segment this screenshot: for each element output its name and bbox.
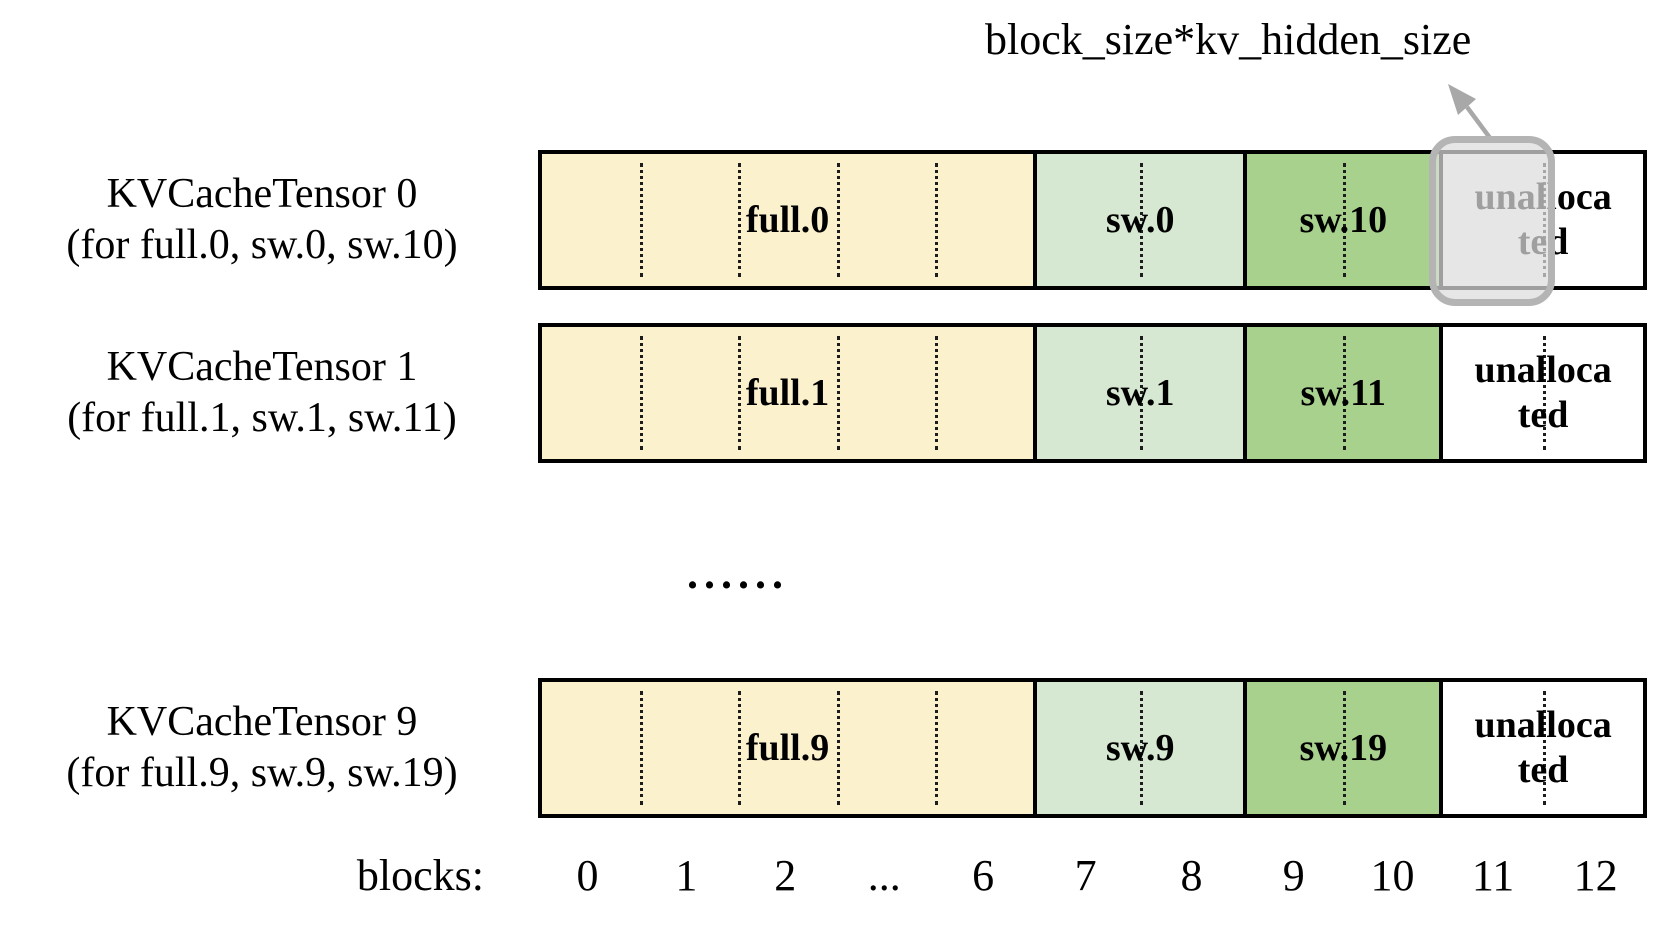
axis-tick: 2 — [774, 851, 797, 900]
axis-tick: 11 — [1471, 851, 1515, 900]
tick-group-unallocated: 11 12 — [1442, 850, 1647, 901]
block-divider — [934, 691, 938, 805]
block-divider — [1543, 691, 1547, 805]
highlighted-block — [1429, 136, 1555, 306]
blocks-axis-ticks: 0 1 2 ... 6 7 8 9 10 11 12 — [538, 850, 1647, 901]
block-divider — [1343, 163, 1347, 277]
block-divider — [934, 163, 938, 277]
axis-tick: 1 — [675, 851, 698, 900]
tensor-title: KVCacheTensor 9 — [106, 698, 418, 745]
axis-tick: 6 — [972, 851, 995, 900]
sw-section-label: sw.0 — [1105, 198, 1175, 241]
block-divider — [640, 691, 644, 805]
full-section-label: full.1 — [745, 371, 830, 414]
sw-section-label: sw.1 — [1105, 371, 1175, 414]
unallocated-section: unalloca ted — [1439, 682, 1643, 814]
full-section: full.0 — [542, 154, 1034, 286]
unallocated-label: unalloca ted — [1474, 704, 1612, 791]
blocks-axis-label: blocks: — [356, 851, 484, 900]
kvcache-bar-9: full.9 sw.9 sw.19 unalloca ted — [538, 678, 1647, 818]
full-section: full.1 — [542, 327, 1034, 459]
sw-section: sw.1 — [1033, 327, 1244, 459]
block-divider — [640, 163, 644, 277]
sw-hi-section-label: sw.10 — [1299, 198, 1388, 241]
tensor-subtitle: (for full.9, sw.9, sw.19) — [66, 750, 458, 796]
sw-hi-section: sw.11 — [1243, 327, 1440, 459]
full-section-label: full.9 — [745, 726, 830, 769]
full-section-label: full.0 — [745, 198, 830, 241]
full-section: full.9 — [542, 682, 1034, 814]
axis-tick: 12 — [1573, 851, 1618, 900]
sw-hi-section-label: sw.11 — [1300, 371, 1387, 414]
block-divider — [934, 336, 938, 450]
tick-group-sw: 7 8 — [1033, 850, 1245, 901]
block-divider — [836, 336, 840, 450]
block-divider — [1140, 336, 1144, 450]
tensor-row-9-label: KVCacheTensor 9 (for full.9, sw.9, sw.19… — [8, 678, 516, 818]
axis-tick: ... — [867, 851, 901, 900]
sw-hi-section-label: sw.19 — [1299, 726, 1388, 769]
unallocated-section: unalloca ted — [1439, 327, 1643, 459]
block-divider — [640, 336, 644, 450]
axis-tick: 7 — [1074, 851, 1097, 900]
block-divider — [738, 336, 742, 450]
blocks-axis: blocks: 0 1 2 ... 6 7 8 9 10 11 12 — [0, 850, 1676, 910]
block-divider — [738, 691, 742, 805]
axis-tick: 9 — [1282, 851, 1305, 900]
tensor-row-9: KVCacheTensor 9 (for full.9, sw.9, sw.19… — [0, 678, 1676, 818]
block-divider — [836, 163, 840, 277]
axis-tick: 8 — [1180, 851, 1203, 900]
tensor-title: KVCacheTensor 0 — [106, 170, 418, 217]
block-size-annotation: block_size*kv_hidden_size — [985, 15, 1472, 64]
rows-ellipsis: ...... — [687, 549, 789, 598]
axis-tick: 0 — [576, 851, 599, 900]
tensor-row-1-label: KVCacheTensor 1 (for full.1, sw.1, sw.11… — [8, 323, 516, 463]
tick-group-full: 0 1 2 ... 6 — [538, 850, 1033, 901]
block-divider — [1343, 336, 1347, 450]
block-divider — [1343, 691, 1347, 805]
tick-group-sw-hi: 9 10 — [1244, 850, 1441, 901]
block-divider — [1140, 691, 1144, 805]
block-divider — [1543, 336, 1547, 450]
sw-section: sw.0 — [1033, 154, 1244, 286]
block-divider — [836, 691, 840, 805]
sw-section-label: sw.9 — [1105, 726, 1175, 769]
block-divider — [1140, 163, 1144, 277]
tensor-subtitle: (for full.0, sw.0, sw.10) — [66, 222, 458, 268]
tensor-row-0-label: KVCacheTensor 0 (for full.0, sw.0, sw.10… — [8, 150, 516, 290]
tensor-title: KVCacheTensor 1 — [106, 343, 418, 390]
sw-hi-section: sw.19 — [1243, 682, 1440, 814]
tensor-row-0: KVCacheTensor 0 (for full.0, sw.0, sw.10… — [0, 150, 1676, 290]
sw-section: sw.9 — [1033, 682, 1244, 814]
kvcache-bar-1: full.1 sw.1 sw.11 unalloca ted — [538, 323, 1647, 463]
tensor-subtitle: (for full.1, sw.1, sw.11) — [67, 395, 457, 441]
axis-tick: 10 — [1370, 851, 1415, 900]
block-divider — [738, 163, 742, 277]
sw-hi-section: sw.10 — [1243, 154, 1440, 286]
unallocated-label: unalloca ted — [1474, 349, 1612, 436]
tensor-row-1: KVCacheTensor 1 (for full.1, sw.1, sw.11… — [0, 323, 1676, 463]
